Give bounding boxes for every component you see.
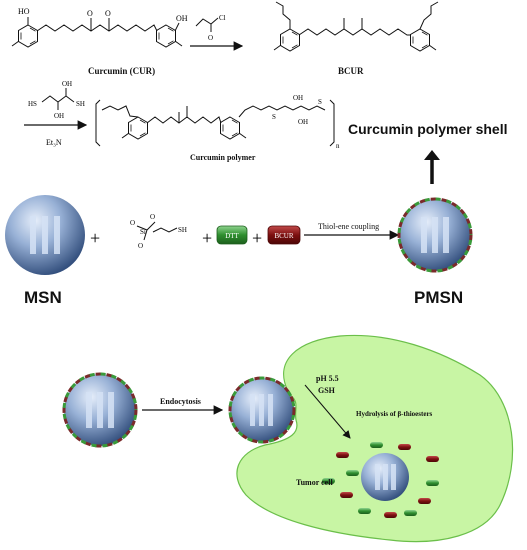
msn-particle	[5, 195, 85, 275]
hs-label: HS	[28, 100, 37, 108]
oh-label: OH	[62, 80, 72, 88]
oh-label: OH	[293, 94, 303, 102]
dtt-box-label: DTT	[225, 232, 239, 240]
o-label: O	[87, 9, 93, 18]
s-label: S	[272, 113, 276, 121]
endocytosis-label: Endocytosis	[160, 397, 201, 406]
bcur-box: BCUR	[267, 225, 301, 245]
plus-sign: +	[90, 228, 100, 248]
plus-sign: +	[202, 228, 212, 248]
tumor-cell-label: Tumor cell	[296, 478, 333, 487]
thiol-ene-label: Thiol-ene coupling	[318, 222, 380, 231]
ph-label: pH 5.5	[316, 374, 339, 383]
sh-label: SH	[76, 100, 85, 108]
up-arrow-head	[424, 150, 440, 160]
pmsn-particle-outside	[62, 372, 138, 448]
hydrolysis-label: Hydrolysis of β-thioesters	[356, 410, 433, 418]
curcumin-label: Curcumin (CUR)	[88, 66, 156, 76]
mptms-structure	[136, 221, 178, 241]
cl-label: Cl	[219, 14, 226, 22]
acryloyl-chloride-structure	[195, 17, 219, 32]
released-fragments	[322, 442, 439, 518]
oh-label: OH	[54, 112, 64, 120]
dtt-box: DTT	[216, 225, 248, 245]
o-label: O	[150, 213, 155, 221]
subscript-n: n	[336, 142, 340, 150]
plus-sign: +	[252, 228, 262, 248]
pmsn-particle-entering	[228, 376, 296, 444]
curcumin-polymer-shell-title: Curcumin polymer shell	[348, 121, 508, 137]
o-label: O	[208, 34, 213, 42]
curcumin-polymer-label: Curcumin polymer	[190, 153, 256, 162]
gsh-label: GSH	[318, 386, 335, 395]
ho-label: HO	[18, 7, 30, 16]
sh-label: SH	[178, 226, 187, 234]
s-label: S	[318, 98, 322, 106]
si-label: Si	[140, 228, 146, 236]
et3n-label: Et₃N	[46, 138, 62, 147]
oh-label: OH	[298, 118, 308, 126]
hydrolysis-arrow	[304, 384, 351, 439]
pmsn-label: PMSN	[414, 288, 464, 307]
o-label: O	[105, 9, 111, 18]
o-label: O	[138, 242, 143, 250]
oh-label: OH	[176, 14, 188, 23]
dtt-structure	[41, 88, 75, 110]
curcumin-polymer-structure	[95, 99, 335, 147]
msn-released	[361, 453, 409, 501]
o-label: O	[130, 219, 135, 227]
pmsn-particle	[397, 197, 473, 273]
msn-label: MSN	[24, 288, 62, 307]
bcur-label: BCUR	[338, 66, 364, 76]
bcur-box-label: BCUR	[274, 232, 293, 240]
bcur-structure	[273, 1, 439, 52]
curcumin-structure	[11, 17, 183, 48]
tumor-cell	[236, 334, 514, 543]
